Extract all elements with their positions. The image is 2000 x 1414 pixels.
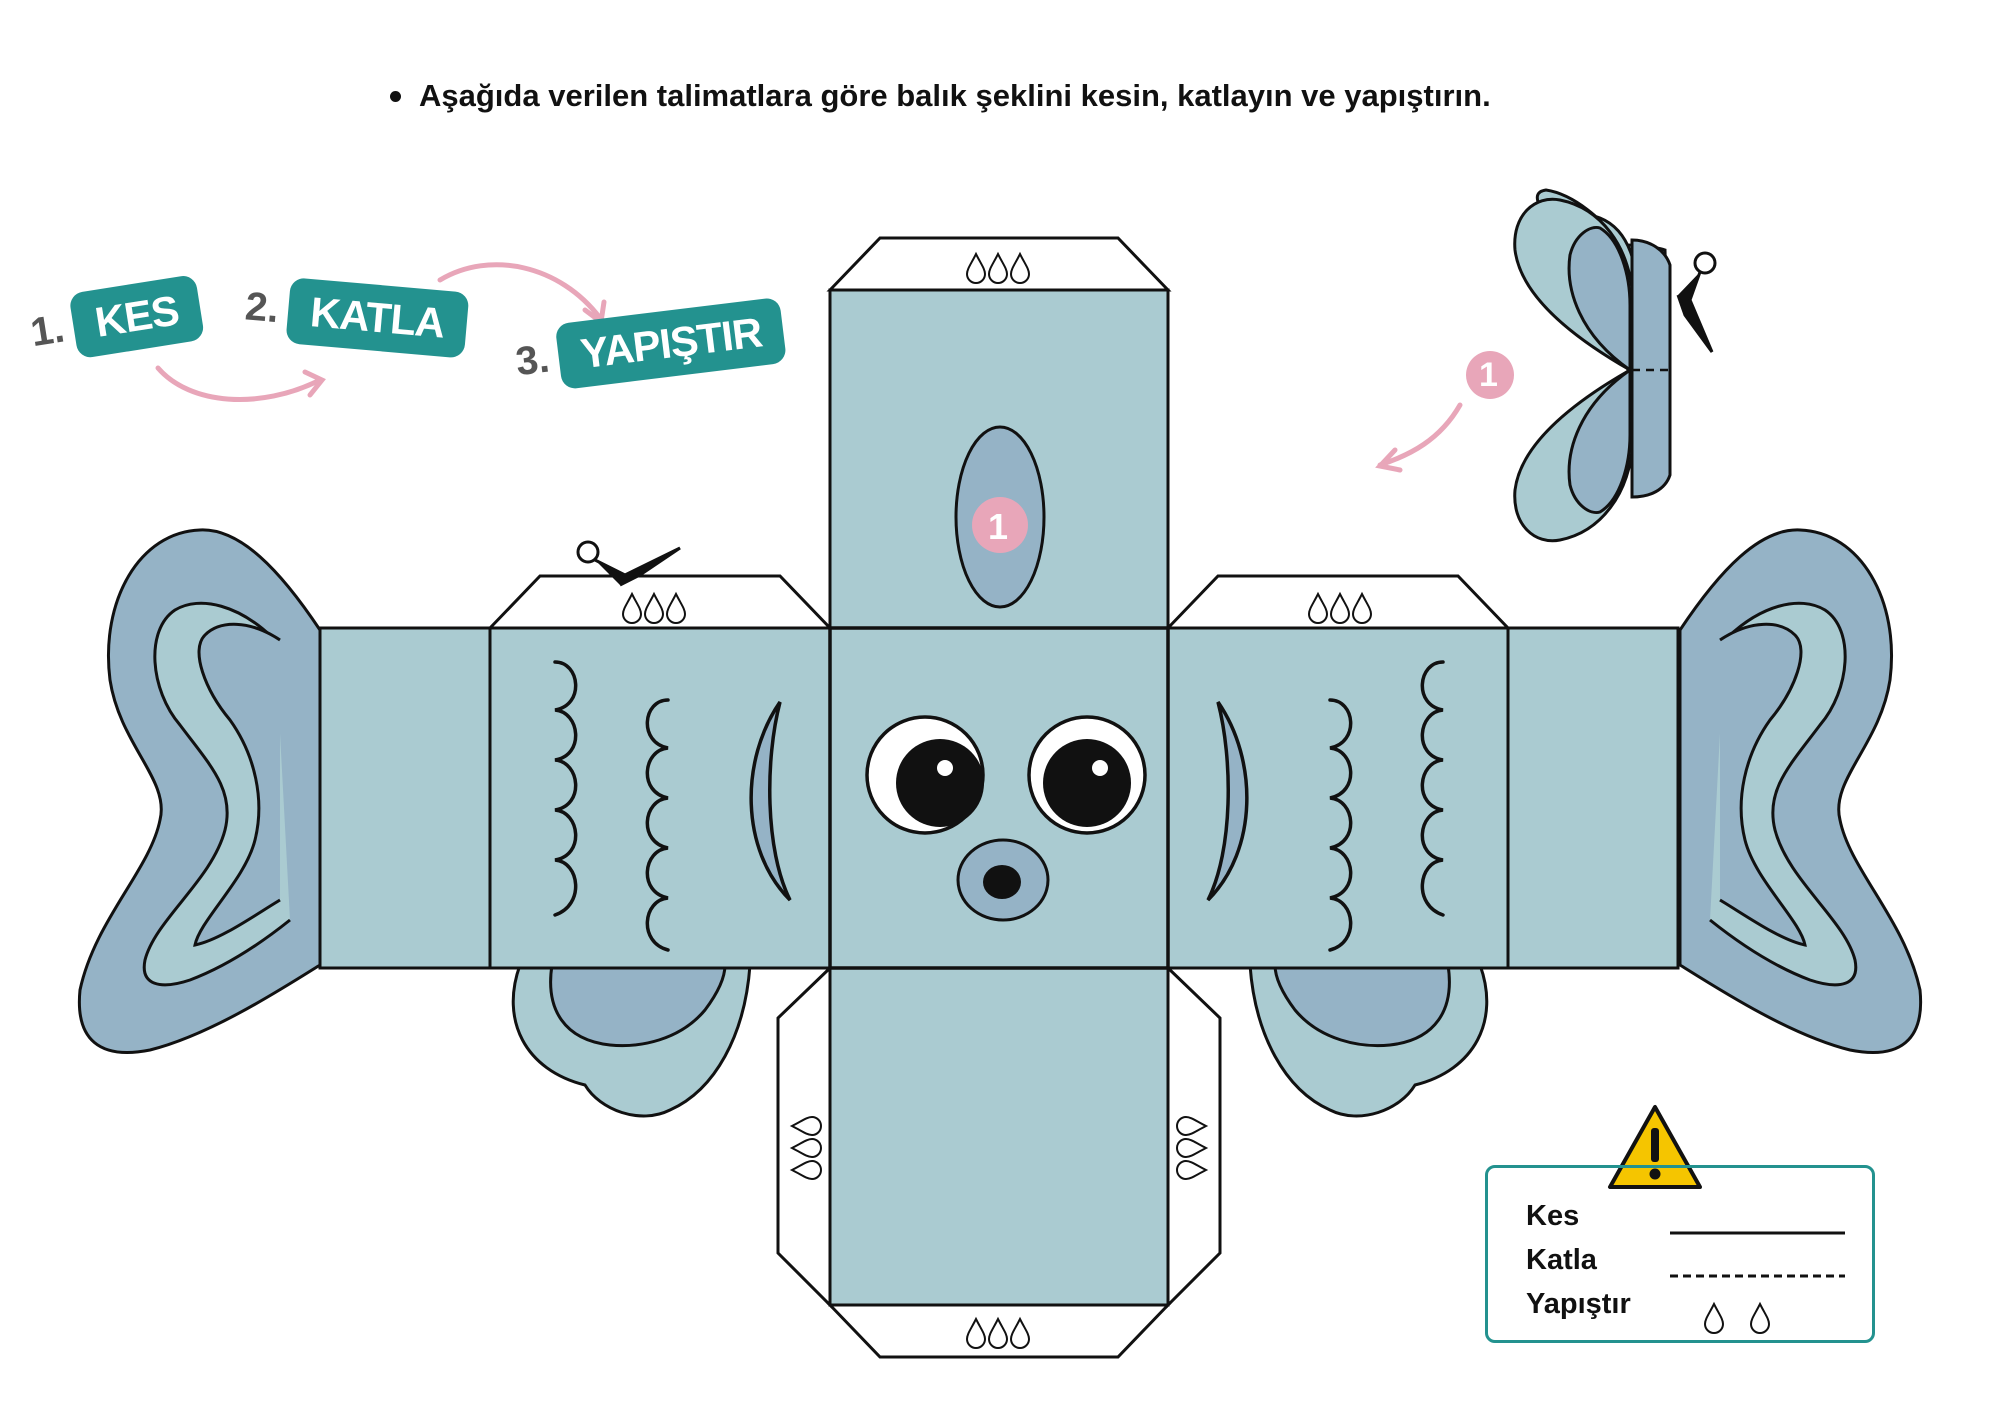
scissors-icon [576, 540, 681, 587]
legend-samples [1670, 1231, 1845, 1335]
bullet-icon [390, 90, 401, 102]
fish-face [865, 715, 1147, 922]
right-scales [1206, 660, 1445, 952]
legend-box: Kes Katla Yapıştır [1485, 1165, 1875, 1343]
legend-glue-label: Yapıştır [1526, 1288, 1631, 1320]
step-arrows [155, 262, 1463, 473]
dorsal-fin-piece [1466, 188, 1672, 543]
left-bottom-fin [511, 963, 752, 1118]
step-number: 1. [27, 305, 68, 355]
legend-fold-label: Katla [1526, 1244, 1597, 1276]
legend-cut-label: Kes [1526, 1200, 1580, 1232]
scissors-icon-2 [1676, 251, 1717, 353]
marker-number-fin: 1 [1479, 356, 1498, 394]
right-bottom-fin [1248, 963, 1489, 1118]
instruction-heading: Aşağıda verilen talimatlara göre balık ş… [390, 78, 1491, 114]
cut-lines [828, 626, 1170, 970]
fold-lines [318, 288, 1680, 1307]
marker-1 [972, 497, 1028, 553]
step-number: 2. [243, 283, 281, 331]
instruction-text: Aşağıda verilen talimatlara göre balık ş… [419, 78, 1491, 113]
left-scales [553, 660, 792, 952]
right-tail-fin [1678, 528, 1923, 1054]
left-tail-fin [77, 528, 322, 1054]
marker-number-body: 1 [988, 506, 1009, 547]
step-number: 3. [513, 336, 552, 384]
